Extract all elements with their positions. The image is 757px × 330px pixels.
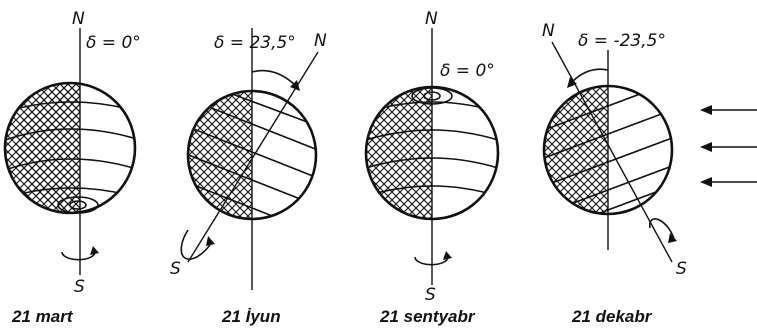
- south-label: S: [170, 259, 181, 279]
- south-label: S: [425, 285, 436, 305]
- night-side: [366, 87, 432, 219]
- panel-dekabr: N δ = -23,5° S 21 dekabr: [542, 21, 687, 326]
- tilt-arrow-icon: [290, 80, 300, 91]
- globe: [364, 85, 500, 221]
- polar-circle-inner: [423, 91, 441, 101]
- sun-ray-arrow-icon: [700, 105, 757, 115]
- rotation-arrow-icon: [180, 229, 215, 260]
- tilt-arrow-icon: [567, 77, 577, 88]
- declination-label: δ = 0°: [440, 61, 495, 81]
- polar-circle-inner: [69, 200, 87, 210]
- north-label: N: [425, 9, 438, 29]
- globe: [542, 84, 674, 216]
- south-label: S: [676, 259, 687, 279]
- rotation-arrow-icon: [61, 246, 99, 261]
- sun-ray-arrow-icon: [700, 142, 757, 152]
- panel-mart: N δ = 0° S 21 mart: [3, 9, 141, 326]
- rotation-axis: [551, 41, 673, 263]
- globe: [3, 81, 137, 215]
- south-label: S: [74, 277, 85, 297]
- rotation-arrow-icon: [414, 251, 452, 266]
- date-label: 21 dekabr: [571, 307, 653, 326]
- declination-label: δ = -23,5°: [578, 31, 666, 51]
- north-label: N: [542, 21, 555, 41]
- panel-iyun: N δ = 23,5° S 21 İyun: [170, 28, 327, 326]
- declination-label: δ = 23,5°: [214, 33, 296, 53]
- globe: [186, 89, 318, 221]
- date-label: 21 mart: [11, 307, 74, 326]
- tilt-arc: [251, 69, 297, 87]
- date-label: 21 sentyabr: [379, 307, 476, 326]
- panel-sentyabr: N δ = 0° S 21 sentyabr: [364, 9, 500, 326]
- night-side: [188, 91, 252, 219]
- globe-outline: [3, 81, 137, 215]
- globe-outline: [186, 89, 318, 221]
- sun-rays: [700, 105, 757, 187]
- night-side: [544, 86, 608, 214]
- declination-label: δ = 0°: [86, 33, 141, 53]
- date-label: 21 İyun: [221, 307, 281, 326]
- north-label: N: [314, 31, 327, 51]
- globe-outline: [542, 84, 674, 216]
- parallels: [188, 91, 316, 219]
- north-label: N: [72, 9, 85, 29]
- tilt-arc: [571, 68, 609, 83]
- rotation-arrow-icon: [648, 218, 677, 243]
- sun-ray-arrow-icon: [700, 177, 757, 187]
- globe-outline: [364, 85, 500, 221]
